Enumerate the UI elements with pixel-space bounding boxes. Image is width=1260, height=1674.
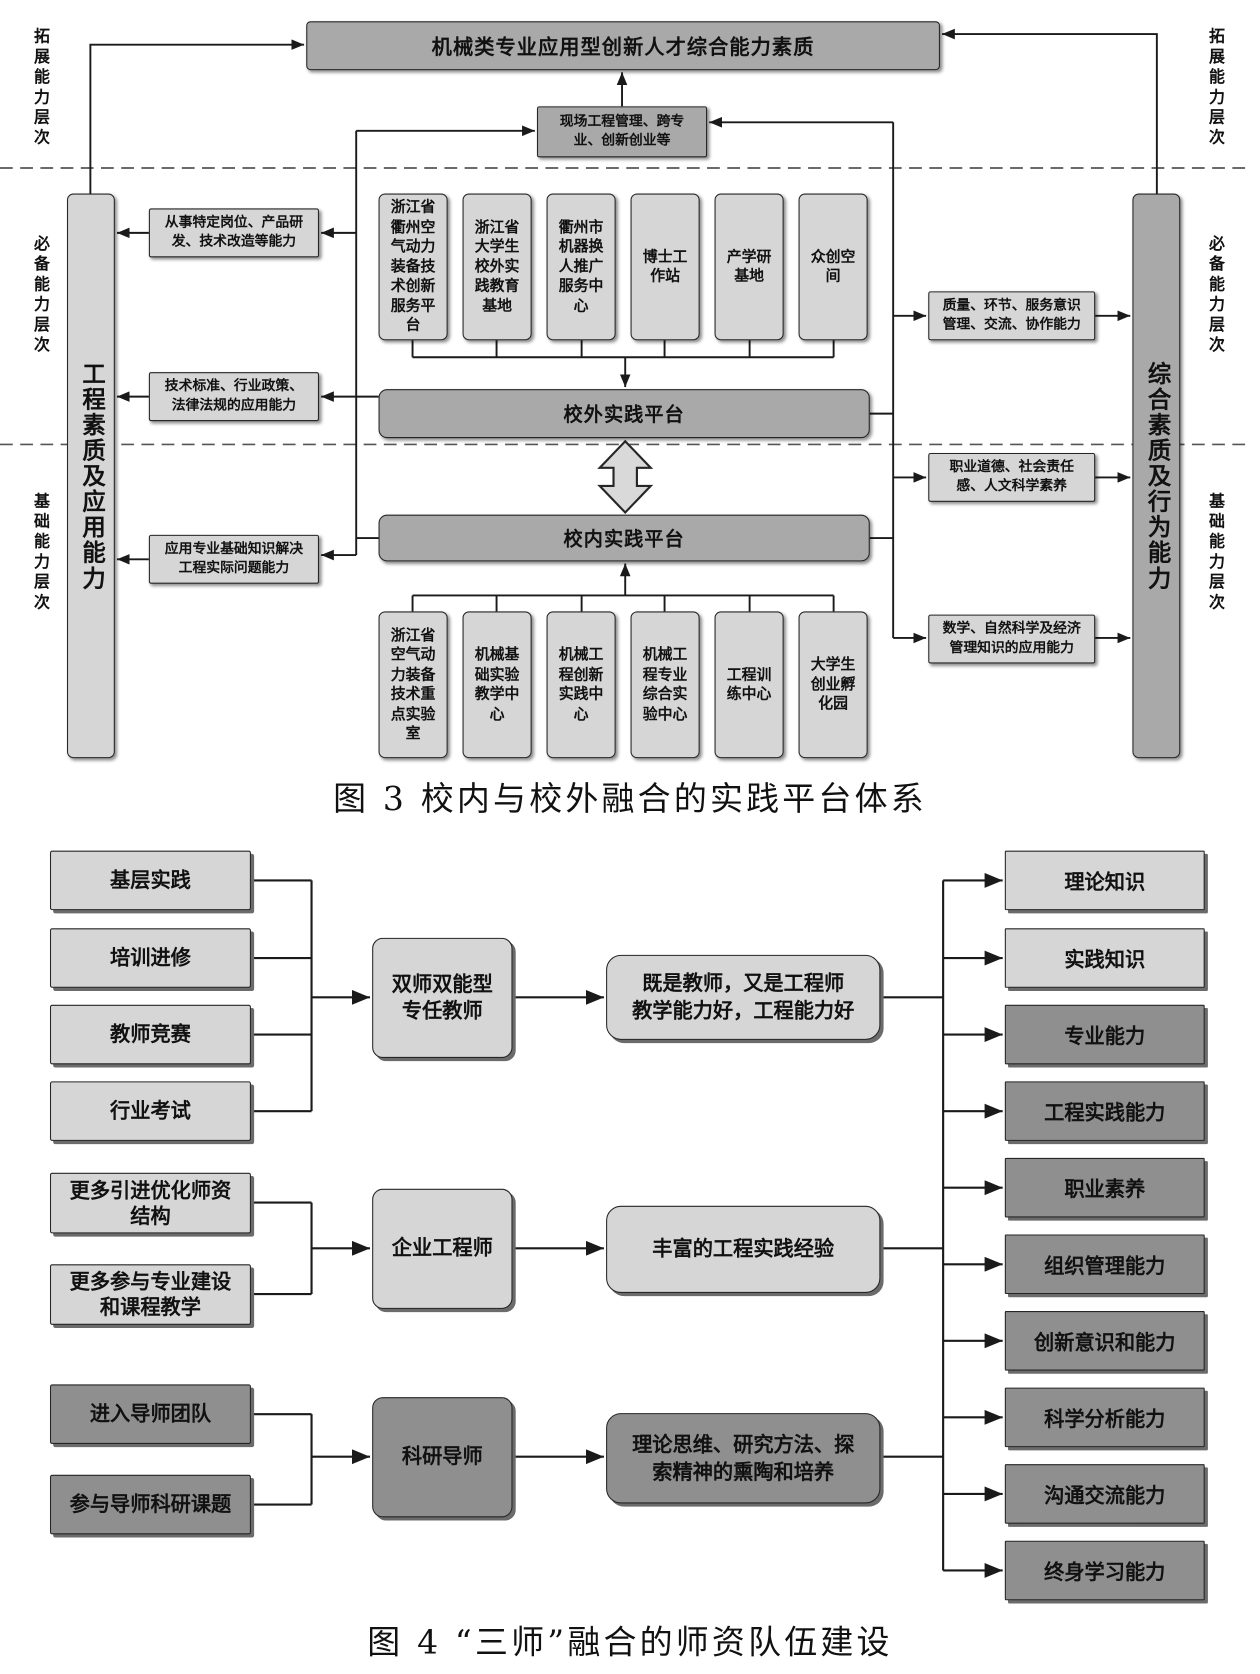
level-label-required-right: 必备能力层次 — [1206, 234, 1226, 357]
left-outcome-box: 应用专业基础知识解决 工程实际问题能力 — [148, 534, 319, 584]
unit-label: 工程训练中心 — [726, 666, 772, 703]
on-campus-unit: 机械工程创新实践中心 — [546, 611, 616, 759]
off-campus-unit: 浙江省大学生校外实践教育基地 — [462, 193, 532, 341]
off-campus-platform-box: 校外实践平台 — [378, 389, 870, 439]
unit-label: 浙江省空气动力装备技术重点实验室 — [390, 626, 436, 743]
unit-label: 众创空间 — [810, 248, 856, 285]
on-campus-unit: 机械基础实验教学中心 — [462, 611, 532, 759]
competency-box: 职业素养 — [1004, 1157, 1205, 1218]
level-label-expansion-right: 拓展能力层次 — [1206, 27, 1226, 149]
on-campus-unit: 浙江省空气动力装备技术重点实验室 — [378, 611, 448, 759]
figure4-caption: 图 4 “三师”融合的师资队伍建设 — [367, 1623, 893, 1662]
competency-box: 终身学习能力 — [1004, 1540, 1205, 1601]
competency-box: 科学分析能力 — [1004, 1387, 1205, 1448]
off-campus-unit: 博士工作站 — [630, 193, 700, 341]
strength-box: 理论思维、研究方法、探 索精神的熏陶和培养 — [606, 1413, 881, 1504]
strength-box: 丰富的工程实践经验 — [606, 1205, 881, 1293]
unit-label: 浙江省大学生校外实践教育基地 — [474, 218, 520, 315]
off-campus-unit: 浙江省衢州空气动力装备技术创新服务平台 — [378, 193, 448, 341]
on-campus-unit: 工程训练中心 — [714, 611, 784, 759]
teacher-type-box: 企业工程师 — [372, 1188, 513, 1309]
input-box: 更多引进优化师资 结构 — [49, 1172, 251, 1234]
input-box: 基层实践 — [49, 850, 251, 911]
competency-box: 沟通交流能力 — [1004, 1464, 1205, 1524]
on-campus-platform-box: 校内实践平台 — [378, 514, 870, 562]
connector-line — [880, 880, 945, 1571]
left-outcome-box: 从事特定岗位、产品研 发、技术改造等能力 — [148, 208, 319, 258]
competency-box: 工程实践能力 — [1004, 1081, 1205, 1141]
connector-line — [250, 1201, 313, 1296]
left-outcome-box: 技术标准、行业政策、 法律法规的应用能力 — [148, 372, 319, 422]
on-campus-unit: 机械工程专业综合实验中心 — [630, 611, 700, 759]
field-management-box: 现场工程管理、跨专 业、创新创业等 — [536, 106, 708, 158]
input-box: 行业考试 — [49, 1081, 251, 1141]
right-outcome-box: 职业道德、社会责任 感、人文科学素养 — [928, 452, 1096, 502]
goal-box: 机械类专业应用型创新人才综合能力素质 — [306, 21, 940, 71]
unit-label: 机械工程创新实践中心 — [558, 646, 604, 723]
unit-label: 衢州市机器换人推广服务中心 — [558, 218, 604, 315]
competency-box: 专业能力 — [1004, 1004, 1205, 1065]
unit-label: 博士工作站 — [642, 248, 688, 285]
competency-box: 组织管理能力 — [1004, 1234, 1205, 1295]
on-campus-unit: 大学生创业孵化园 — [798, 611, 868, 759]
double-arrow — [597, 439, 654, 515]
connector-line — [250, 879, 313, 1113]
figure3-caption: 图 3 校内与校外融合的实践平台体系 — [333, 780, 927, 819]
connector-line — [411, 594, 835, 612]
strength-box: 既是教师，又是工程师 教学能力好，工程能力好 — [606, 954, 881, 1040]
teacher-type-box: 科研导师 — [372, 1397, 513, 1518]
input-box: 更多参与专业建设 和课程教学 — [49, 1264, 251, 1325]
unit-label: 大学生创业孵化园 — [810, 656, 856, 713]
off-campus-unit: 产学研基地 — [714, 193, 784, 341]
level-label-basic-right: 基础能力层次 — [1206, 492, 1226, 614]
level-label-required: 必备能力层次 — [31, 234, 52, 357]
competency-box: 创新意识和能力 — [1004, 1311, 1205, 1371]
input-box: 教师竞赛 — [49, 1004, 251, 1065]
connector-line — [250, 1413, 313, 1506]
connector-line — [411, 340, 835, 359]
unit-label: 机械工程专业综合实验中心 — [642, 646, 688, 723]
input-box: 参与导师科研课题 — [49, 1474, 251, 1535]
comprehensive-quality-column: 综合素质及行为能力 — [1132, 193, 1181, 759]
input-box: 进入导师团队 — [49, 1384, 251, 1444]
competency-box: 理论知识 — [1004, 850, 1205, 911]
teacher-type-box: 双师双能型 专任教师 — [372, 937, 513, 1058]
level-label-basic: 基础能力层次 — [31, 492, 52, 614]
level-label-expansion: 拓展能力层次 — [31, 27, 52, 149]
unit-label: 产学研基地 — [726, 248, 772, 285]
unit-label: 机械基础实验教学中心 — [474, 646, 520, 723]
connector-arrow — [942, 28, 1158, 194]
unit-label: 浙江省衢州空气动力装备技术创新服务平台 — [390, 199, 436, 335]
right-outcome-box: 数学、自然科学及经济 管理知识的应用能力 — [928, 614, 1096, 664]
right-outcome-box: 质量、环节、服务意识 管理、交流、协作能力 — [928, 291, 1096, 341]
competency-box: 实践知识 — [1004, 928, 1205, 988]
input-box: 培训进修 — [49, 928, 251, 988]
connector-arrow — [89, 39, 305, 194]
off-campus-unit: 衢州市机器换人推广服务中心 — [546, 193, 616, 341]
engineering-competence-column: 工程素质及应用能力 — [66, 193, 115, 759]
off-campus-unit: 众创空间 — [798, 193, 868, 341]
